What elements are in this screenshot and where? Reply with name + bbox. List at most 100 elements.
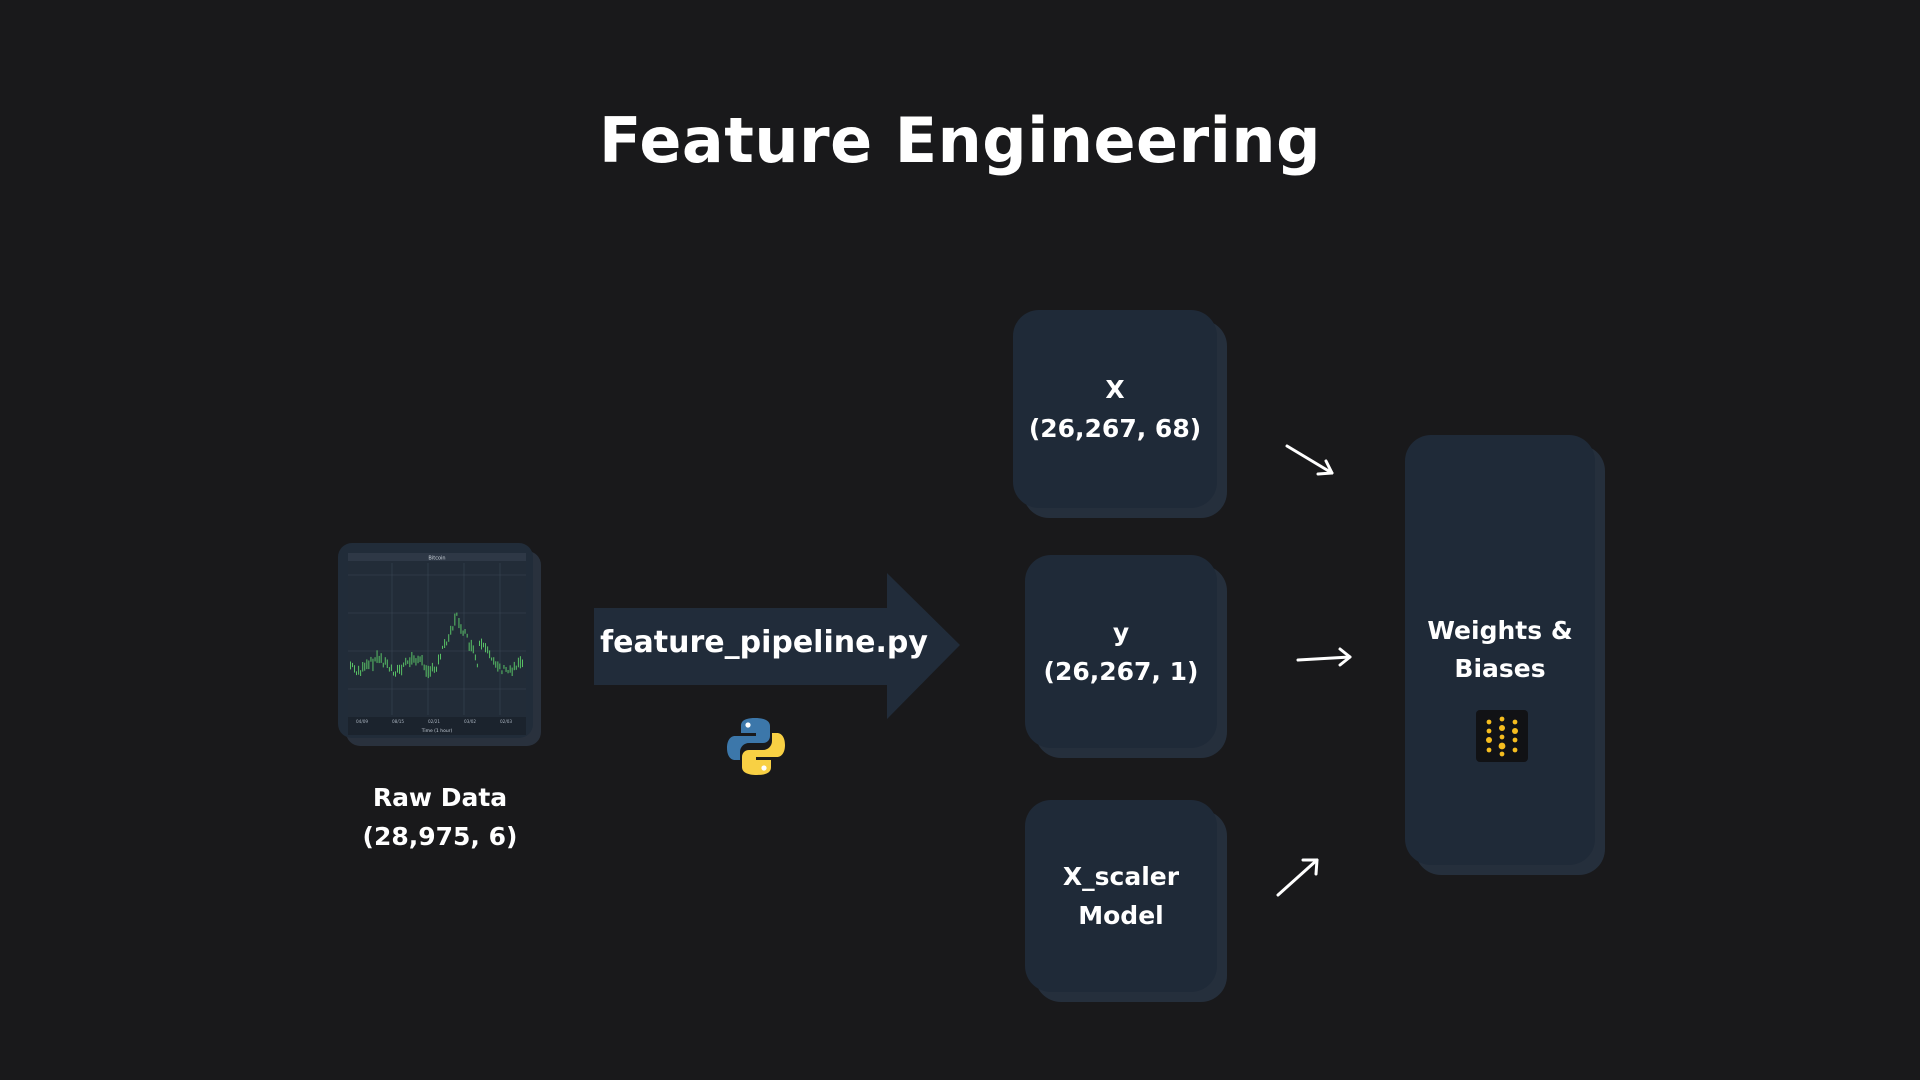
thumbnail-candle [489,650,491,659]
thumbnail-candle [509,665,511,673]
thumbnail-candle [444,639,446,648]
wandb-label-line2: Biases [1454,654,1546,683]
thumbnail-candle [472,645,474,654]
thumbnail-candle [360,670,362,676]
raw-data-label: Raw Data (28,975, 6) [330,778,550,856]
thumbnail-candle [419,656,421,662]
thumbnail-candle [350,661,351,670]
thumbnail-candle [358,665,360,675]
output-card-x: X (26,267, 68) [1013,310,1217,508]
thumbnail-candle [515,665,517,670]
output-x-scaler-type: Model [1078,901,1164,930]
thumbnail-candle [374,657,376,662]
thumbnail-x-tick: 08/15 [392,719,404,724]
thumbnail-candle [401,664,403,676]
wandb-logo-icon [1476,710,1528,762]
output-x-name: X [1105,375,1125,404]
thumbnail-candle [438,654,439,665]
thumbnail-candle [493,657,495,665]
thumbnail-candle [399,664,400,674]
thumbnail-candle [388,667,390,672]
thumbnail-candle [372,658,374,672]
thumbnail-candle [495,661,497,668]
thumbnail-candle [429,666,431,677]
thumbnail-candle [413,655,415,663]
thumbnail-candle [476,663,478,668]
thumbnail-candle [378,655,380,664]
thumbnail-x-tick: 02/03 [500,719,512,724]
thumbnail-candle [370,656,372,662]
thumbnail-candle [403,662,405,667]
thumbnail-candle [393,671,394,676]
thumbnail-candle [352,662,353,668]
thumbnail-candle [456,612,458,616]
thumbnail-candle [491,657,493,661]
thumbnail-candle [407,660,409,664]
thumbnail-candle [384,657,386,665]
arrow-x-to-wandb [1285,444,1334,476]
arrow-y-to-wandb [1296,647,1352,667]
output-x-shape: (26,267, 68) [1028,414,1202,443]
thumbnail-candle [487,646,489,654]
output-card-y: y (26,267, 1) [1025,555,1217,748]
thumbnail-x-tick: 03/02 [464,719,476,724]
pipeline-script-name: feature_pipeline.py [600,625,928,660]
thumbnail-candle [382,662,384,668]
thumbnail-candle [421,655,423,666]
thumbnail-candle [405,657,407,666]
thumbnail-candle [503,665,505,669]
thumbnail-candle [460,624,462,634]
output-y-shape: (26,267, 1) [1043,656,1199,686]
thumbnail-candle [507,670,509,674]
thumbnail-candle [442,645,443,649]
thumbnail-candle [390,664,392,671]
thumbnail-candle [464,629,466,634]
thumbnail-candle [364,662,366,671]
thumbnail-chart-title: Bitcoin [428,556,445,562]
thumbnail-candle [481,638,482,650]
thumbnail-candle [479,640,480,646]
thumbnail-candle [380,653,382,663]
thumbnail-candle [519,656,521,669]
thumbnail-candle [431,662,433,672]
wandb-card [1405,435,1595,865]
pipeline-arrow [594,573,960,719]
thumbnail-candle [411,652,413,665]
thumbnail-candle [427,665,429,679]
thumbnail-candle [386,659,388,668]
thumbnail-candle [376,650,378,663]
thumbnail-candle [440,653,441,660]
thumbnail-candle [397,664,398,673]
thumbnail-candle [436,666,437,672]
page-title: Feature Engineering [599,104,1321,177]
wandb-label-line1: Weights & [1427,616,1573,645]
thumbnail-candle [483,642,484,648]
thumbnail-candle [433,666,435,673]
thumbnail-candle [462,630,464,636]
thumbnail-candle [497,661,499,672]
thumbnail-candle [499,663,501,670]
thumbnail-candle [415,658,417,666]
thumbnail-candle [452,626,454,631]
thumbnail-candle [485,643,486,653]
python-logo-icon [727,718,785,775]
thumbnail-candle [458,618,460,629]
thumbnail-candle [522,659,523,668]
thumbnail-candle [505,667,507,672]
thumbnail-candle [356,671,357,676]
thumbnail-candle [448,634,450,642]
thumbnail-candle [366,659,368,670]
thumbnail-candle [517,657,519,668]
thumbnail-candle [446,641,448,646]
thumbnail-candle [501,670,503,675]
thumbnail-candle [395,671,396,677]
output-x-scaler-name: X_scaler [1062,862,1180,891]
thumbnail-candle [362,662,364,672]
thumbnail-candle [354,665,355,673]
thumbnail-x-label: Time (1 hour) [421,728,453,734]
thumbnail-candle [513,661,515,671]
thumbnail-candle [466,633,468,638]
thumbnail-x-tick: 04/09 [356,719,368,724]
wandb-label: Weights & Biases [1405,612,1595,688]
